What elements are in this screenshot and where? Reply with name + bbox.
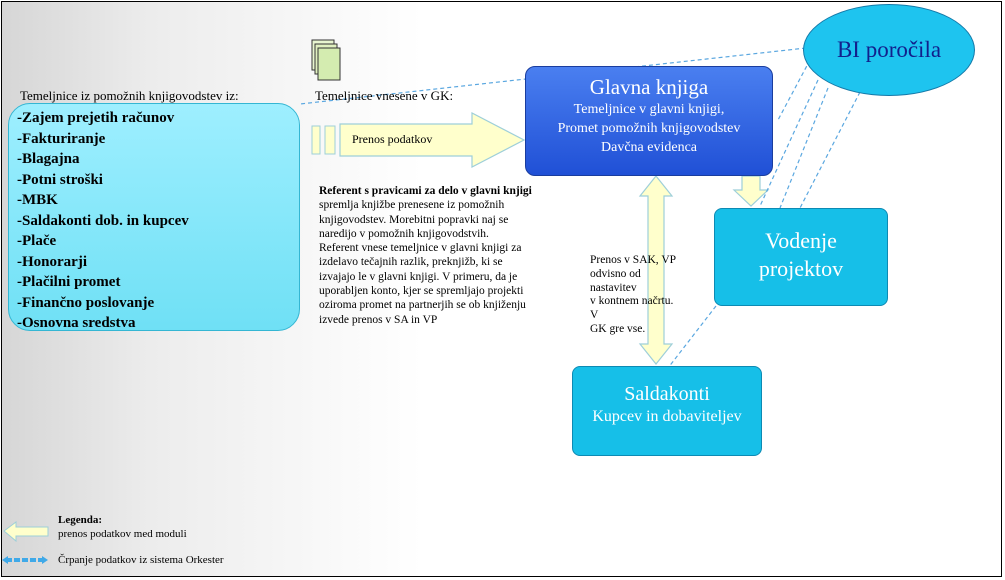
source-modules-box: -Zajem prejetih računov -Fakturiranje -B… [8,103,300,331]
module-item: -Plačilni promet [17,274,121,290]
bi-ellipse: BI poročila [803,4,975,96]
legend-title: Legenda: [58,514,102,526]
bi-label: BI poročila [836,37,942,62]
legend-dashed-sample [2,556,48,564]
referent-line: izvajajo le v glavni knjigi. V primeru, … [319,270,518,283]
module-item: -Blagajna [17,151,80,167]
module-item: -MBK [17,192,58,208]
vodenje-line: projektov [758,256,844,281]
module-item: -Honorarji [17,253,87,270]
referent-line: izvede prenos v SA in VP [319,313,438,326]
glavna-knjiga-box: Glavna knjiga Temeljnice v glavni knjigi… [525,66,773,176]
legend-item-orkester: Črpanje podatkov iz sistema Orkester [58,554,224,566]
transfer-arrow [311,112,526,168]
gk-vodenje-arrow [732,175,770,207]
left-header: Temeljnice iz pomožnih knjigovodstev iz: [20,88,239,103]
dashed-line-bi-gk [777,59,811,121]
transfer-note-line: GK gre vse. [590,322,646,335]
vodenje-line: Vodenje [765,228,837,253]
transfer-note-line: odvisno od nastavitev [590,267,641,294]
referent-description: Referent s pravicami za delo v glavni kn… [319,184,569,327]
dashed-line-bi-vodenje-3 [799,91,861,209]
gk-line: Promet pomožnih knjigovodstev [557,121,741,136]
referent-line: knjigovodstev. Morebitni popravki naj se [319,213,509,226]
referent-heading: Referent s pravicami za delo v glavni kn… [319,185,532,197]
module-item: -Zajem prejetih računov [17,110,175,126]
transfer-note-line: Prenos v SAK, VP [590,254,677,266]
dashed-line-bi-vodenje-1 [759,79,819,207]
dashed-line-bi-vodenje-2 [779,87,829,209]
top-header: Temeljnice vnesene v GK: [315,88,454,103]
referent-line: naredijo v pomožnih knjigovodstvih. [319,227,489,240]
module-item: -Plače [17,233,57,249]
dashed-line-vodenje-saldakonti [667,305,717,369]
module-item: -Finančno poslovanje [17,294,155,311]
saldakonti-subtitle: Kupcev in dobaviteljev [592,408,742,425]
saldakonti-box: Saldakonti Kupcev in dobaviteljev [572,366,762,456]
gk-title: Glavna knjiga [589,75,709,99]
referent-line: uporabljen konto, kjer se spremljajo pro… [319,285,524,298]
gk-line: Davčna evidenca [601,140,697,155]
legend-item-transfer: prenos podatkov med moduli [58,528,187,540]
gk-line: Temeljnice v glavni knjigi, [573,102,725,117]
arrow-label: Prenos podatkov [352,132,433,146]
referent-line: oziroma promet na partnerjih se ob knjiž… [319,299,526,312]
referent-line: izdelavo tečajnih razlik, preknjižb, ki … [319,256,503,269]
document-stack-icon [311,39,341,81]
transfer-note-line: v kontnem načrtu. V [590,295,674,322]
transfer-note: Prenos v SAK, VP odvisno od nastavitev v… [590,254,680,337]
module-item: -Osnovna sredstva [17,315,136,331]
referent-line: spremlja knjižbe prenesene iz pomožnih [319,199,505,212]
vodenje-projektov-box: Vodenje projektov [714,208,888,306]
module-item: -Fakturiranje [17,130,106,147]
module-item: -Saldakonti dob. in kupcev [17,212,189,229]
legend-arrow-sample [3,521,49,543]
referent-line: Referent vnese temeljnice v glavni knjig… [319,242,522,255]
module-item: -Potni stroški [17,171,103,188]
gk-saldakonti-double-arrow [638,175,674,365]
saldakonti-title: Saldakonti [624,383,710,405]
